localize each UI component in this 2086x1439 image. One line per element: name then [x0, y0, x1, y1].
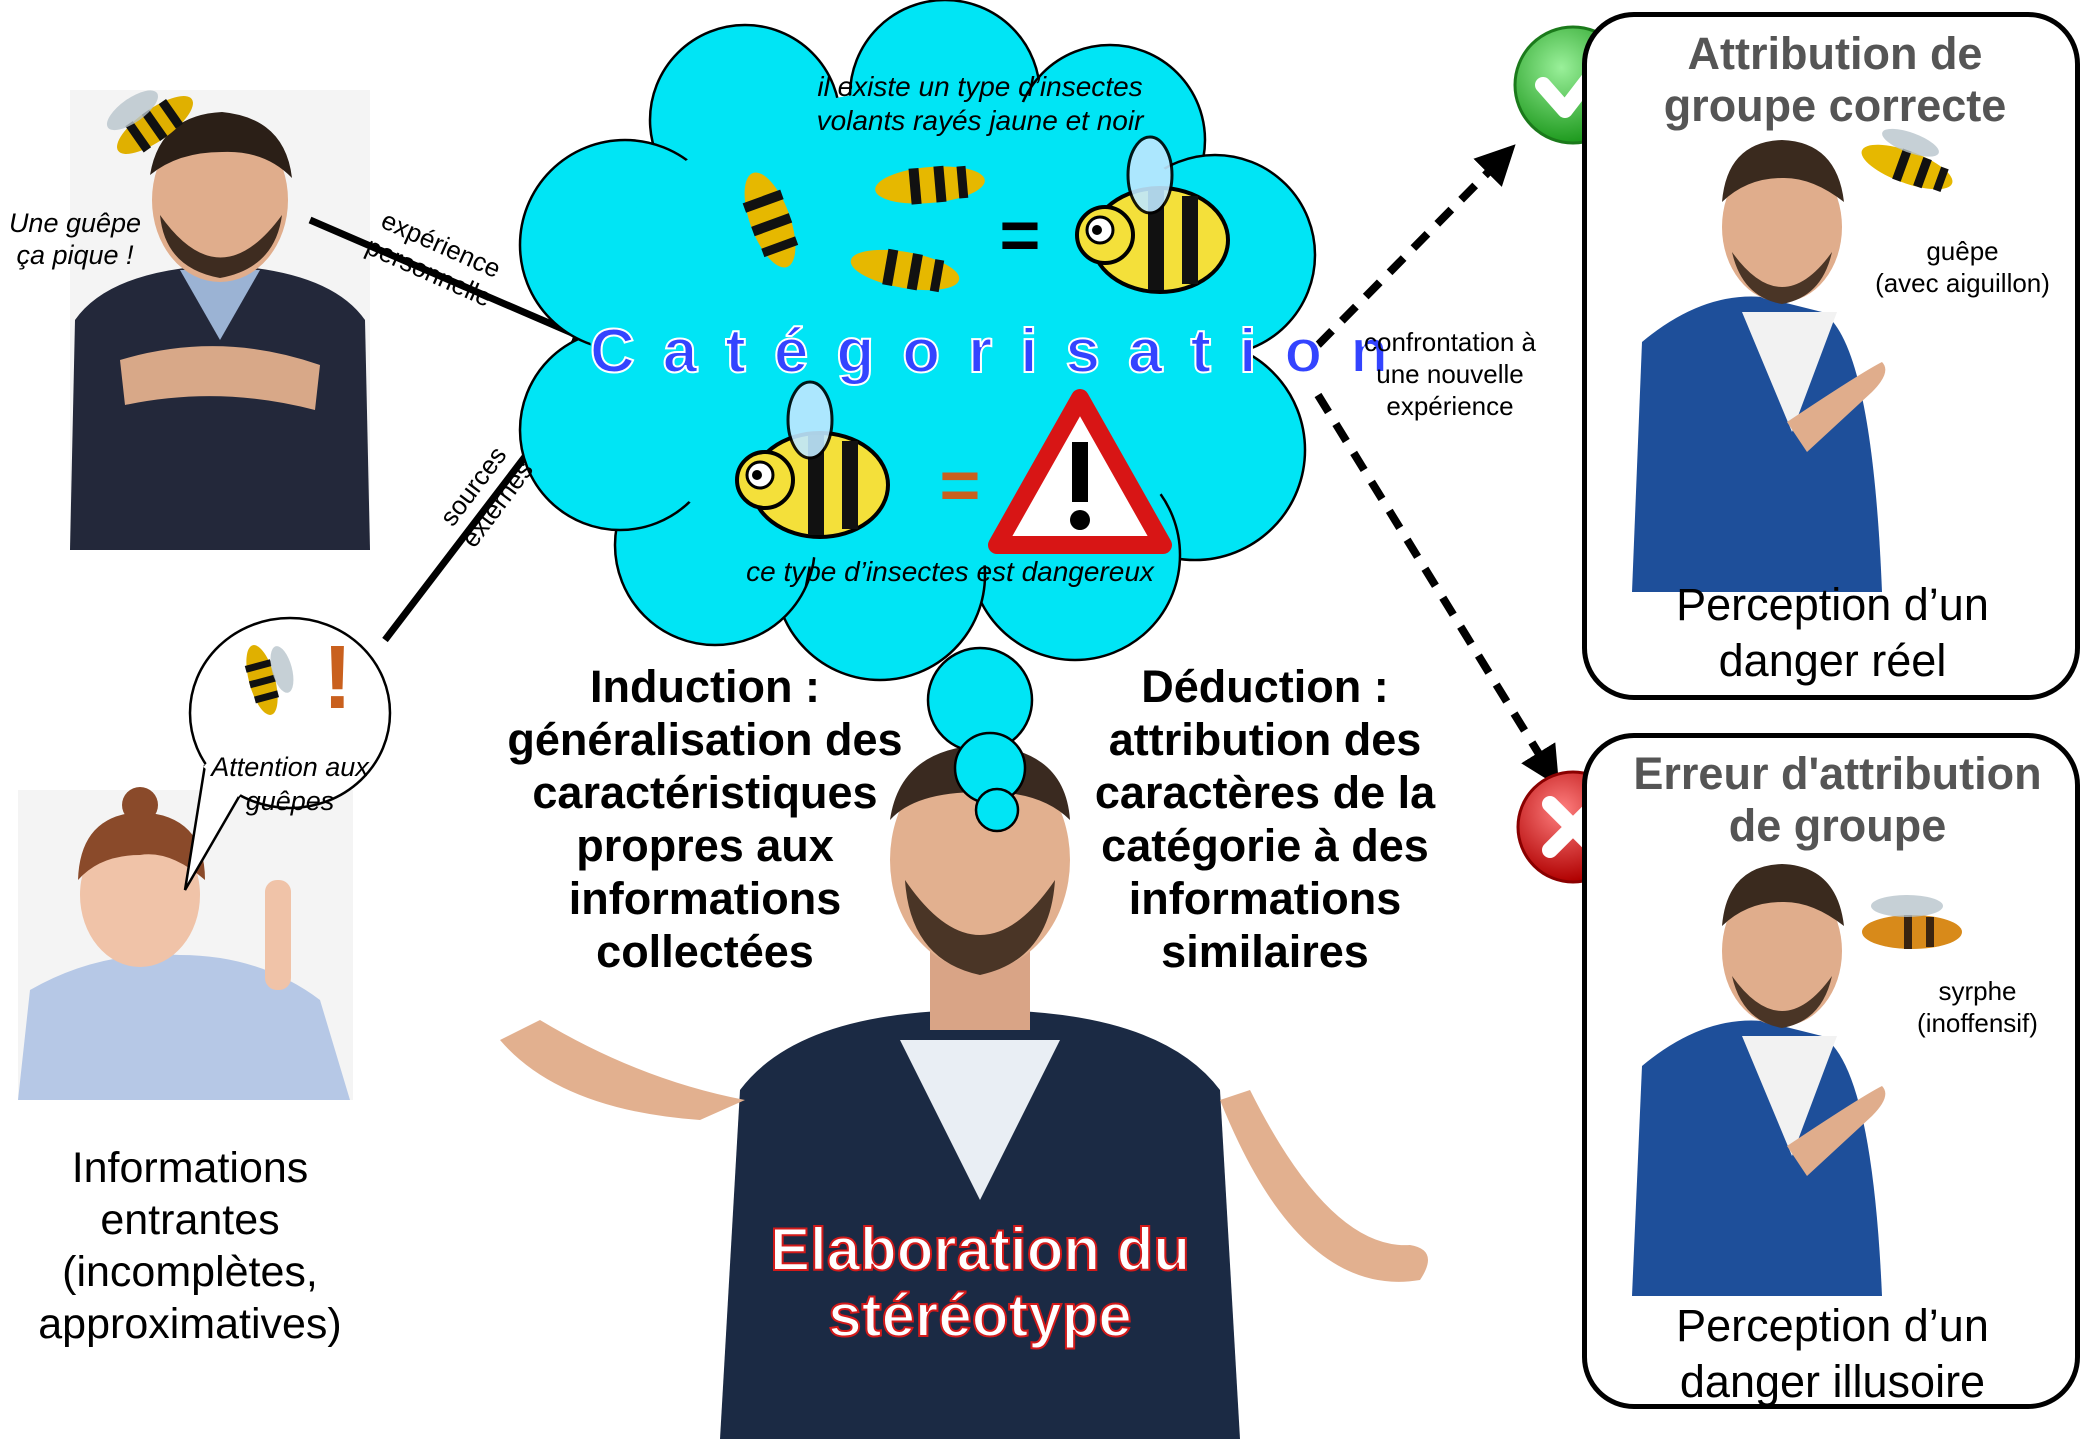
arrow-to-correct	[1315, 144, 1516, 348]
cloud-bottom-text: ce type d’insectes est dangereux	[746, 556, 1154, 587]
error-attribution-title: Erreur d'attribution de groupe	[1633, 748, 2042, 851]
stereotype-elaboration: Elaboration du stéréotype	[769, 1216, 1191, 1350]
correct-attribution-title: Attribution de groupe correcte	[1663, 28, 2007, 131]
hoverfly-image-error	[1862, 895, 1962, 949]
speech-bubble	[183, 616, 392, 891]
speech-bubble-text: Attention aux guêpes	[211, 752, 369, 816]
equals-sign-2: =	[939, 446, 981, 524]
wasp-image-topleft	[106, 90, 193, 154]
speech-person1: Une guêpe ça pique !	[8, 208, 142, 270]
man-box-correct-photo	[1632, 140, 1886, 592]
central-man-photo	[500, 745, 1428, 1439]
equals-sign-1: =	[999, 196, 1041, 274]
warning-sign-icon	[988, 389, 1172, 554]
arrow-personal-experience	[308, 216, 607, 350]
induction-text: Induction : généralisation des caractéri…	[507, 661, 903, 977]
hoverfly-caption: syrphe (inoffensif)	[1917, 976, 2038, 1038]
wasp-image-cloud-3	[850, 248, 960, 293]
wasp-image-correct	[1861, 128, 1953, 192]
wasp-caption: guêpe (avec aiguillon)	[1875, 236, 2050, 298]
man-box-error-photo	[1632, 864, 1886, 1296]
woman-warning-photo	[18, 787, 353, 1100]
confrontation-label: confrontation à une nouvelle expérience	[1363, 327, 1536, 421]
man-stung-photo	[70, 90, 370, 550]
illusory-danger-perception: Perception d’un danger illusoire	[1676, 1300, 1989, 1407]
incoming-information: Informations entrantes (incomplètes, app…	[38, 1144, 342, 1348]
cartoon-bee-2	[735, 380, 890, 539]
real-danger-perception: Perception d’un danger réel	[1676, 579, 1989, 686]
arrow-to-error	[1314, 392, 1560, 787]
exclamation-mark: !	[322, 628, 353, 728]
deduction-text: Déduction : attribution des caractères d…	[1094, 661, 1436, 977]
wasp-image-bubble	[244, 645, 294, 715]
wasp-image-cloud-2	[875, 165, 985, 205]
cartoon-bee-1	[1075, 135, 1230, 294]
categorisation-label: Catégorisation	[589, 316, 1417, 387]
wasp-image-cloud-1	[742, 172, 799, 268]
cloud-top-text: il existe un type d’insectes volants ray…	[816, 71, 1144, 136]
